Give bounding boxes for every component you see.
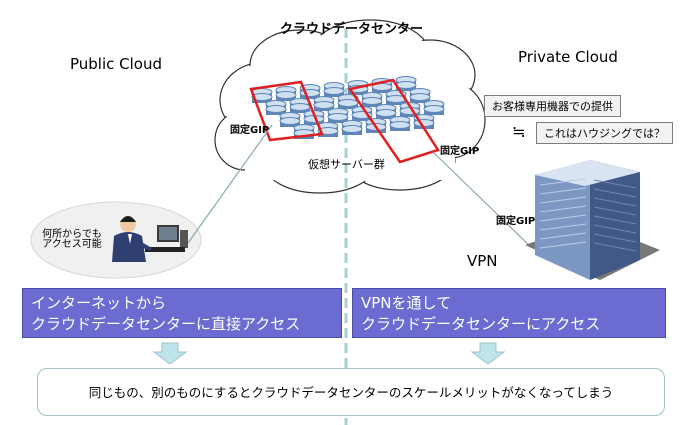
fixed-gip-label-public: 固定GIP [230, 125, 270, 136]
building-window-line [539, 241, 587, 249]
building-window-line [593, 242, 637, 252]
housing-question-box: これはハウジングでは？ [536, 122, 673, 144]
fixed-gip-label-building: 固定GIP [496, 216, 536, 227]
direct-access-line-1: インターネットから [31, 294, 167, 312]
server-disk-top [409, 93, 431, 101]
internet-line [187, 124, 273, 244]
vpn-access-bar: VPNを通して クラウドデータセンターにアクセス [352, 288, 666, 338]
building-window-line [539, 196, 587, 204]
building-window-line [593, 206, 637, 216]
server-disk-top [313, 101, 335, 109]
server-disk-top [413, 119, 435, 127]
direct-access-line-2: クラウドデータセンターに直接アクセス [31, 315, 301, 333]
public-servers-highlight [249, 80, 324, 142]
building-window-line [593, 188, 637, 198]
server-disk-top [279, 117, 301, 125]
left-down-arrow [152, 342, 188, 365]
building-window-line [539, 232, 587, 240]
private-servers-highlight [347, 78, 440, 164]
server-disk-top [337, 99, 359, 107]
user-at-computer [112, 216, 188, 262]
server-disk-top [275, 91, 297, 99]
building-window-line [593, 215, 637, 225]
access-note-line-2: アクセス可能 [42, 239, 102, 250]
building [525, 160, 660, 280]
server-disk-top [375, 109, 397, 117]
public-cloud-label: Public Cloud [70, 55, 163, 73]
scale-merit-note: 同じもの、別のものにするとクラウドデータセンターのスケールメリットがなくなってし… [37, 368, 665, 416]
server-disk-top [327, 113, 349, 121]
access-note: 何所からでも アクセス可能 [22, 230, 122, 250]
building-window-line [539, 178, 587, 186]
building-window-line [539, 187, 587, 195]
diagram-title: クラウドデータセンター [280, 22, 424, 37]
building-window-line [593, 179, 637, 189]
server-disk-top [317, 127, 339, 135]
building-window-line [539, 214, 587, 222]
vpn-label: VPN [467, 252, 498, 270]
server-disk-top [299, 89, 321, 97]
building-window-line [593, 233, 637, 243]
server-disk-top [341, 125, 363, 133]
direct-access-bar: インターネットから クラウドデータセンターに直接アクセス [22, 288, 342, 338]
building-window-line [593, 224, 637, 234]
server-disk-top [323, 87, 345, 95]
dedicated-equipment-box: お客様専用機器での提供 [484, 95, 621, 117]
building-window-line [539, 223, 587, 231]
server-disk-top [265, 105, 287, 113]
approx-equal-symbol: ≒ [512, 122, 526, 141]
server-disk-top [251, 93, 273, 101]
vpn-access-line-2: クラウドデータセンターにアクセス [361, 315, 601, 333]
server-disk-top [423, 105, 445, 113]
server-disk-top [389, 121, 411, 129]
right-down-arrow [470, 342, 506, 365]
building-window-line [539, 205, 587, 213]
vpn-line [432, 151, 533, 249]
vpn-access-line-1: VPNを通して [361, 294, 452, 312]
fixed-gip-label-private: 固定GIP [440, 146, 480, 157]
virtual-servers-label: 仮想サーバー群 [308, 158, 385, 171]
private-cloud-label: Private Cloud [518, 48, 618, 66]
building-window-line [593, 197, 637, 207]
server-disk-top [361, 97, 383, 105]
access-note-line-1: 何所からでも [42, 229, 102, 240]
server-stacks [251, 76, 445, 139]
server-disk-top [289, 103, 311, 111]
